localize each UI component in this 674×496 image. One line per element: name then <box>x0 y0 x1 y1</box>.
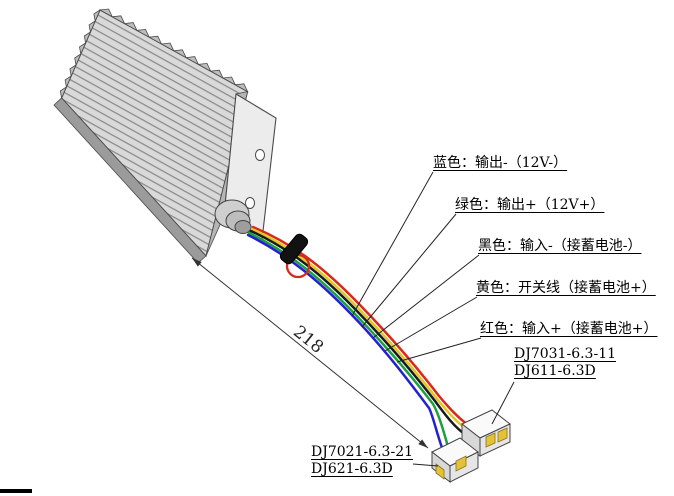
callout-red-wire: 红色：输入+（接蓄电池+） <box>480 321 658 337</box>
leader-lines <box>351 171 515 467</box>
leader-blue <box>351 171 434 317</box>
dimension-line <box>191 257 429 449</box>
page-edge-mark <box>0 489 32 493</box>
connector-a-left-face <box>461 422 481 458</box>
callout-green-wire: 绿色：输出+（12V+） <box>455 197 605 213</box>
harness-boot <box>279 233 309 265</box>
heatsink-fin-serration-top <box>98 8 249 93</box>
connector-a-terminal-1 <box>485 432 496 448</box>
dimension-arrow-end <box>418 439 428 448</box>
wire-black <box>249 229 468 437</box>
part-label-three-pin-housing: DJ7031-6.3-11 <box>514 346 617 362</box>
bracket-hole-lower <box>245 197 255 209</box>
leader-red <box>396 337 482 363</box>
cable-gland <box>214 199 252 234</box>
part-label-three-pin-terminal: DJ611-6.3D <box>514 363 596 379</box>
wire-yellow <box>250 227 471 433</box>
wire-harness <box>246 225 473 460</box>
connector-b-terminal-1 <box>455 455 467 472</box>
part-label-two-pin-terminal: DJ621-6.3D <box>311 461 393 477</box>
leader-two-pin <box>412 463 439 467</box>
callout-black-wire: 黑色：输入-（接蓄电池-） <box>478 238 642 254</box>
callout-yellow-wire: 黄色：开关线（接蓄电池+） <box>476 280 656 296</box>
dimension-text: 218 <box>289 322 327 358</box>
dimension-arrow-start <box>192 258 202 267</box>
connector-b-terminal-2 <box>435 463 445 480</box>
connector-two-pin <box>431 437 479 484</box>
leader-yellow <box>384 296 478 352</box>
leader-green <box>361 213 457 328</box>
part-label-two-pin-housing: DJ7021-6.3-21 <box>311 444 414 460</box>
heatsink-fin-serration-end <box>59 8 101 100</box>
wire-green <box>247 231 452 456</box>
callout-blue-wire: 蓝色：输出-（12V-） <box>433 155 568 171</box>
connector-three-pin <box>461 409 511 458</box>
connector-a-terminal-2 <box>497 427 508 443</box>
wire-red <box>251 225 473 429</box>
leader-three-pin <box>491 381 515 425</box>
connector-b-left-face <box>431 450 451 484</box>
bracket-hole-upper <box>255 149 265 161</box>
leader-black <box>372 254 480 339</box>
wire-blue <box>246 233 448 460</box>
heatsink-converter <box>53 8 277 264</box>
